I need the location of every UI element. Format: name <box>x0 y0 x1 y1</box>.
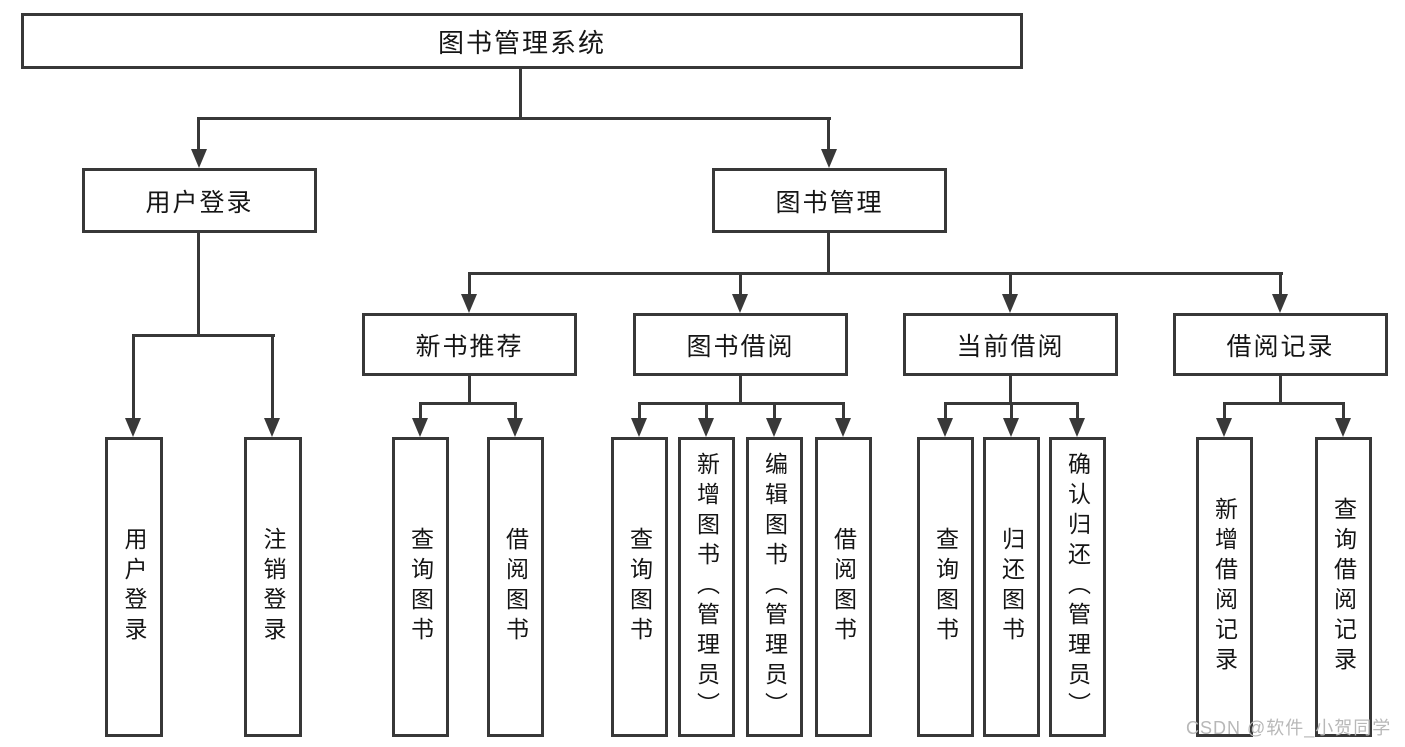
leaf-bb-edit-book-admin: 编辑图书（管理员） <box>746 437 803 737</box>
arrowhead-down-icon <box>937 418 953 437</box>
arrowhead-down-icon <box>412 418 428 437</box>
connector-drop-leaf <box>1223 402 1226 420</box>
connector-new-book-recommend-stem <box>468 376 471 405</box>
node-root: 图书管理系统 <box>21 13 1023 69</box>
connector-borrow-records-stem <box>1279 376 1282 405</box>
arrowhead-down-icon <box>1335 418 1351 437</box>
arrowhead-down-icon <box>507 418 523 437</box>
arrowhead-down-icon <box>264 418 280 437</box>
connector-drop-leaf <box>1342 402 1345 420</box>
arrowhead-down-icon <box>821 149 837 168</box>
connector-book-borrow-stem <box>739 376 742 405</box>
connector-drop-book-management <box>827 117 830 152</box>
connector-drop-current-borrow <box>1009 272 1012 296</box>
leaf-cb-return-book: 归还图书 <box>983 437 1040 737</box>
leaf-user-login: 用户登录 <box>105 437 163 737</box>
connector-drop-leaf-user-login <box>132 334 135 420</box>
arrowhead-down-icon <box>191 149 207 168</box>
node-book-management: 图书管理 <box>712 168 947 233</box>
leaf-logout: 注销登录 <box>244 437 302 737</box>
leaf-cb-query-book: 查询图书 <box>917 437 974 737</box>
arrowhead-down-icon <box>766 418 782 437</box>
connector-book-management-stem <box>827 233 830 275</box>
leaf-bb-query-book: 查询图书 <box>611 437 668 737</box>
connector-drop-user-login <box>197 117 200 152</box>
leaf-bb-borrow-book: 借阅图书 <box>815 437 872 737</box>
connector-user-login-stem <box>197 233 200 337</box>
node-borrow-records: 借阅记录 <box>1173 313 1388 376</box>
connector-drop-borrow-records <box>1279 272 1282 296</box>
leaf-bb-add-book-admin: 新增图书（管理员） <box>678 437 735 737</box>
leaf-nb-query-book: 查询图书 <box>392 437 449 737</box>
connector-drop-leaf <box>1010 402 1013 420</box>
connector-new-book-recommend-bar <box>419 402 517 405</box>
arrowhead-down-icon <box>125 418 141 437</box>
connector-drop-leaf-logout <box>271 334 274 420</box>
arrowhead-down-icon <box>698 418 714 437</box>
connector-drop-leaf <box>944 402 947 420</box>
arrowhead-down-icon <box>732 294 748 313</box>
connector-drop-leaf <box>773 402 776 420</box>
arrowhead-down-icon <box>1272 294 1288 313</box>
arrowhead-down-icon <box>461 294 477 313</box>
node-book-borrow: 图书借阅 <box>633 313 848 376</box>
connector-book-borrow-bar <box>638 402 845 405</box>
connector-root-stem <box>519 69 522 120</box>
connector-current-borrow-stem <box>1009 376 1012 405</box>
connector-user-login-bar <box>132 334 275 337</box>
node-current-borrow: 当前借阅 <box>903 313 1118 376</box>
leaf-nb-borrow-book: 借阅图书 <box>487 437 544 737</box>
connector-drop-leaf <box>419 402 422 420</box>
node-user-login: 用户登录 <box>82 168 317 233</box>
connector-drop-leaf <box>514 402 517 420</box>
connector-drop-new-book-recommend <box>468 272 471 296</box>
connector-drop-leaf <box>638 402 641 420</box>
arrowhead-down-icon <box>1003 418 1019 437</box>
node-new-book-recommend: 新书推荐 <box>362 313 577 376</box>
connector-drop-leaf <box>842 402 845 420</box>
connector-drop-book-borrow <box>739 272 742 296</box>
connector-drop-leaf <box>705 402 708 420</box>
leaf-br-query-record: 查询借阅记录 <box>1315 437 1372 737</box>
arrowhead-down-icon <box>1069 418 1085 437</box>
arrowhead-down-icon <box>1002 294 1018 313</box>
connector-borrow-records-bar <box>1223 402 1345 405</box>
arrowhead-down-icon <box>631 418 647 437</box>
leaf-br-add-record: 新增借阅记录 <box>1196 437 1253 737</box>
arrowhead-down-icon <box>1216 418 1232 437</box>
connector-level2-bar <box>469 272 1283 275</box>
arrowhead-down-icon <box>835 418 851 437</box>
leaf-cb-confirm-return-admin: 确认归还（管理员） <box>1049 437 1106 737</box>
connector-level1-bar <box>197 117 831 120</box>
csdn-watermark: CSDN @软件_小贺同学 <box>1186 718 1392 738</box>
connector-drop-leaf <box>1076 402 1079 420</box>
